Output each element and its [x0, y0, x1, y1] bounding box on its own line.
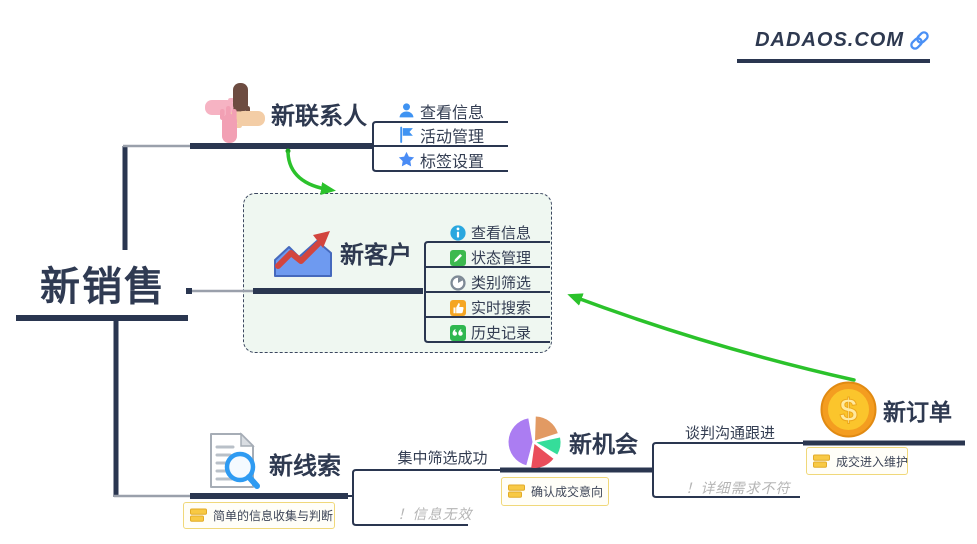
site-link[interactable]: DADAOS.COM — [740, 24, 930, 56]
topic-new-contact[interactable]: 新联系人 — [203, 80, 367, 146]
topic-negotiation[interactable]: 谈判沟通跟进 — [684, 425, 775, 442]
edit-icon — [450, 249, 466, 266]
flag-icon — [400, 126, 413, 143]
user-icon — [399, 103, 414, 118]
subtopic-label: 状态管理 — [471, 250, 532, 267]
note-opportunity[interactable]: 确认成交意向 — [501, 477, 609, 506]
doc-search-icon — [210, 432, 260, 489]
subtopic-customer-status[interactable]: 状态管理 — [450, 247, 531, 268]
note-icon — [508, 484, 525, 498]
subtopic-customer-history[interactable]: 历史记录 — [450, 322, 531, 343]
note-order[interactable]: 成交进入维护 — [806, 447, 908, 475]
subtopic-label: 实时搜索 — [471, 300, 532, 317]
subtopic-label: 查看信息 — [471, 225, 532, 242]
svg-text:$: $ — [840, 392, 858, 428]
topic-new-lead[interactable]: 新线索 — [207, 431, 341, 495]
topic-new-opportunity[interactable]: 新机会 — [505, 416, 638, 468]
topic-label: 新联系人 — [271, 102, 367, 130]
topic-requirements-mismatch[interactable]: ！详细需求不符 — [685, 480, 791, 496]
link-icon — [910, 30, 929, 50]
subtopic-label: 查看信息 — [420, 104, 485, 122]
subtopic-contact-tags[interactable]: 标签设置 — [398, 149, 485, 171]
topic-new-order[interactable]: $ 新订单 — [820, 381, 952, 438]
subtopic-label: 标签设置 — [420, 153, 485, 171]
subtopic-customer-view-info[interactable]: 查看信息 — [450, 222, 531, 243]
subtopic-contact-activity[interactable]: 活动管理 — [398, 124, 485, 146]
note-text: 成交进入维护 — [836, 454, 909, 469]
subtopic-label: 活动管理 — [420, 128, 485, 146]
topic-screening-success[interactable]: 集中筛选成功 — [397, 450, 488, 467]
topic-label: 新订单 — [883, 398, 952, 425]
subtopic-label: 类别筛选 — [471, 275, 532, 292]
root-topic-sales[interactable]: 新销售 — [20, 256, 186, 310]
topic-label: 新线索 — [269, 452, 341, 480]
subtopic-contact-view-info[interactable]: 查看信息 — [398, 100, 485, 122]
star-icon — [398, 151, 415, 167]
topic-label: 新机会 — [569, 431, 638, 457]
thumbs-up-icon — [450, 299, 466, 316]
root-label: 新销售 — [40, 265, 166, 309]
hands-unity-icon — [205, 83, 265, 143]
site-label: DADAOS.COM — [755, 28, 904, 51]
note-text: 简单的信息收集与判断 — [213, 509, 334, 523]
topic-label: 新客户 — [340, 241, 412, 269]
subtopic-customer-search[interactable]: 实时搜索 — [450, 297, 531, 318]
info-icon — [450, 224, 466, 241]
quote-icon — [450, 324, 466, 341]
relationship-arrow-contact-to-customer[interactable] — [286, 151, 336, 196]
coin-icon: $ — [820, 381, 877, 438]
growth-chart-icon — [274, 231, 332, 277]
note-icon — [813, 454, 830, 468]
pie-chart-icon — [508, 416, 561, 468]
subtopic-label: 历史记录 — [471, 325, 532, 342]
topic-invalid-info[interactable]: ！信息无效 — [397, 506, 473, 522]
subtopic-customer-filter[interactable]: 类别筛选 — [450, 272, 531, 293]
relationship-arrow-order-to-customer[interactable] — [567, 293, 856, 382]
note-text: 确认成交意向 — [531, 485, 604, 499]
note-icon — [190, 508, 207, 522]
topic-new-customer[interactable]: 新客户 — [272, 222, 412, 282]
note-lead[interactable]: 简单的信息收集与判断 — [183, 502, 335, 529]
pie-icon — [450, 274, 466, 291]
